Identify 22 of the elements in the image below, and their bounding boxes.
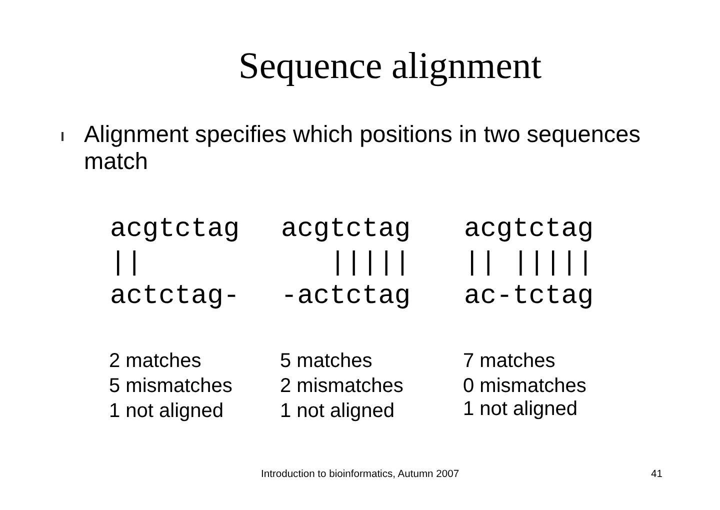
footer-text: Introduction to bioinformatics, Autumn 2007	[261, 468, 460, 481]
page-number: 41	[651, 468, 662, 481]
match-count: 7 matches	[463, 349, 556, 373]
sequence-text: acgtctag	[464, 215, 594, 245]
mismatch-count: 2 mismatches	[280, 374, 404, 398]
slide-title: Sequence alignment	[238, 46, 542, 88]
sequence-text: actctag-	[110, 282, 240, 312]
match-bars: ||	[110, 249, 142, 279]
bullet-text: Alignment specifies which positions in two sequences match	[84, 121, 642, 175]
sequence-text: acgtctag	[110, 215, 240, 245]
mismatch-count: 5 mismatches	[109, 374, 232, 398]
not-aligned-count: 1 not aligned	[463, 397, 578, 421]
match-count: 5 matches	[280, 349, 372, 373]
match-bars: || |||||	[464, 249, 594, 279]
not-aligned-count: 1 not aligned	[109, 399, 224, 423]
sequence-text: ac-tctag	[464, 282, 594, 312]
match-count: 2 matches	[109, 349, 202, 373]
mismatch-count: 0 mismatches	[463, 374, 586, 398]
match-bars: |||||	[281, 249, 411, 279]
sequence-text: -actctag	[281, 282, 411, 312]
not-aligned-count: 1 not aligned	[280, 399, 395, 423]
sequence-text: acgtctag	[281, 215, 411, 245]
